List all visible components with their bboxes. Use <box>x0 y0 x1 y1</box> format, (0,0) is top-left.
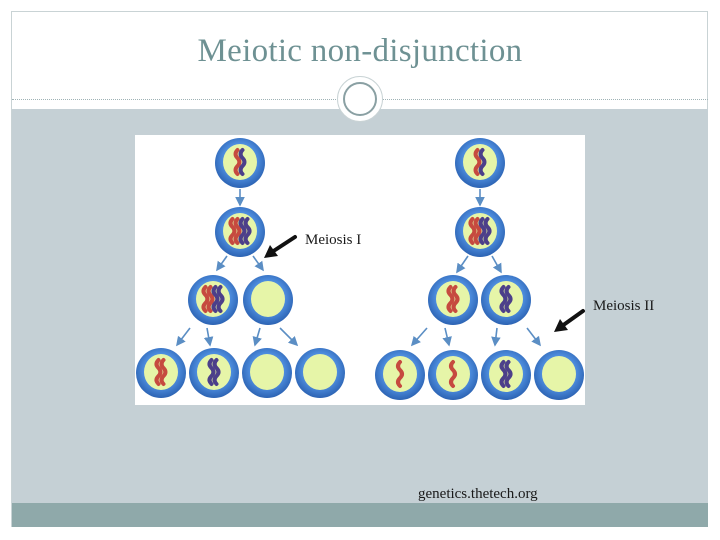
label-meiosis-1: Meiosis I <box>305 232 362 248</box>
label-meiosis-2: Meiosis II <box>593 298 655 314</box>
cell-right-gamete-4 <box>534 350 584 400</box>
division-arrow <box>279 327 299 347</box>
chromosome <box>228 217 237 245</box>
cell-right-gamete-1 <box>375 350 425 400</box>
division-arrow <box>526 327 541 347</box>
cell-left-gamete-3 <box>242 348 292 398</box>
chromosome <box>449 360 457 388</box>
cell-left-gamete-4 <box>295 348 345 398</box>
chromosome <box>159 358 168 386</box>
chromosome <box>201 285 210 313</box>
chromosome <box>207 358 216 386</box>
chromosome <box>238 148 247 176</box>
chromosome <box>212 358 221 386</box>
chromosome <box>211 285 220 313</box>
chromosome <box>233 148 242 176</box>
chromosome <box>468 217 477 245</box>
chromosome <box>206 285 215 313</box>
pointer-arrow-meiosis-1 <box>264 235 297 258</box>
division-arrow <box>491 255 502 274</box>
diagram-panel <box>135 135 585 405</box>
cell-right-meiosis1 <box>455 207 505 257</box>
chromosome <box>233 217 242 245</box>
chromosome <box>473 217 482 245</box>
chromosome <box>499 360 508 388</box>
cell-right-parent <box>455 138 505 188</box>
chromosome <box>154 358 163 386</box>
cell-left-parent <box>215 138 265 188</box>
cell-right-m1-daughter-b <box>481 275 531 325</box>
chromosome <box>478 217 487 245</box>
cell-left-m1-daughter-b <box>243 275 293 325</box>
chromosome <box>499 285 508 313</box>
chromosome <box>478 148 487 176</box>
chromosome <box>396 360 404 388</box>
division-arrow <box>216 255 228 272</box>
source-credit: genetics.thetech.org <box>418 486 538 502</box>
division-arrow <box>442 327 452 347</box>
pointer-arrow-meiosis-2 <box>554 309 585 332</box>
chromosome <box>451 285 460 313</box>
chromosome <box>243 217 252 245</box>
cell-nucleus <box>303 354 337 390</box>
bottom-band <box>12 503 708 527</box>
slide-title: Meiotic non-disjunction <box>197 33 523 69</box>
cell-right-m1-daughter-a <box>428 275 478 325</box>
division-arrow <box>203 327 214 347</box>
meiosis-diagram <box>136 138 584 400</box>
cell-left-gamete-2 <box>189 348 239 398</box>
chromosome <box>238 217 247 245</box>
chromosome <box>446 285 455 313</box>
chromosome <box>473 148 482 176</box>
chromosome <box>483 217 492 245</box>
division-arrow <box>491 327 501 347</box>
chromosome <box>504 285 513 313</box>
division-arrow <box>252 327 262 347</box>
cell-right-gamete-2 <box>428 350 478 400</box>
division-arrow <box>252 255 264 272</box>
cell-left-m1-daughter-a <box>188 275 238 325</box>
chromosome <box>216 285 225 313</box>
circle-ornament-ring <box>343 82 377 116</box>
division-arrow <box>410 327 428 347</box>
division-arrow <box>176 327 191 347</box>
chromosome <box>504 360 513 388</box>
cell-left-gamete-1 <box>136 348 186 398</box>
cell-nucleus <box>250 354 284 390</box>
cell-nucleus <box>251 281 285 317</box>
cell-right-gamete-3 <box>481 350 531 400</box>
cell-left-meiosis1 <box>215 207 265 257</box>
cell-nucleus <box>542 356 576 392</box>
division-arrow <box>456 255 469 274</box>
